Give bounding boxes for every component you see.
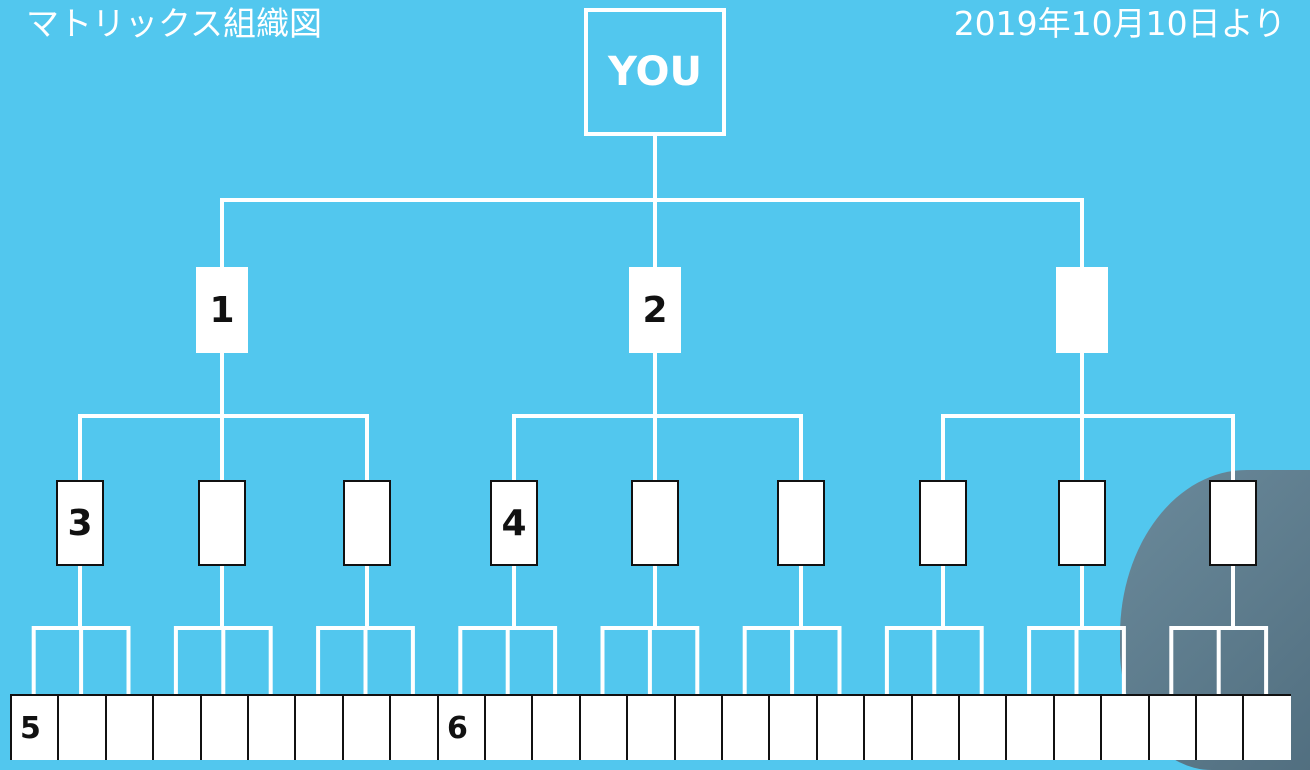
level3-node	[911, 694, 960, 760]
level1-node	[1056, 267, 1108, 353]
level3-node	[57, 694, 106, 760]
level2-node	[919, 480, 967, 566]
chart-title: マトリックス組織図	[26, 2, 322, 46]
level2-node	[777, 480, 825, 566]
level1-node: 1	[196, 267, 248, 353]
level3-node	[816, 694, 865, 760]
level3-node	[1148, 694, 1197, 760]
level2-node	[1209, 480, 1257, 566]
level2-node	[1058, 480, 1106, 566]
level3-node	[1242, 694, 1291, 760]
level3-node	[342, 694, 391, 760]
level3-node	[1005, 694, 1054, 760]
level3-node	[768, 694, 817, 760]
level3-node	[484, 694, 533, 760]
level3-node	[200, 694, 249, 760]
level3-node	[863, 694, 912, 760]
level3-node: 6	[437, 694, 486, 760]
level2-node	[198, 480, 246, 566]
level3-node	[389, 694, 438, 760]
level3-node	[105, 694, 154, 760]
level3-node	[721, 694, 770, 760]
level3-node	[674, 694, 723, 760]
level2-node	[631, 480, 679, 566]
level3-node	[152, 694, 201, 760]
level3-node	[531, 694, 580, 760]
root-node: YOU	[584, 8, 726, 136]
level3-node: 5	[10, 694, 59, 760]
level2-node: 4	[490, 480, 538, 566]
level3-node	[626, 694, 675, 760]
level3-node	[247, 694, 296, 760]
level2-node: 3	[56, 480, 104, 566]
date-label: 2019年10月10日より	[954, 2, 1286, 46]
level3-node	[1100, 694, 1149, 760]
level2-node	[343, 480, 391, 566]
level3-node	[294, 694, 343, 760]
level3-node	[579, 694, 628, 760]
level1-node: 2	[629, 267, 681, 353]
level3-node	[1053, 694, 1102, 760]
level3-node	[1195, 694, 1244, 760]
level3-node	[958, 694, 1007, 760]
